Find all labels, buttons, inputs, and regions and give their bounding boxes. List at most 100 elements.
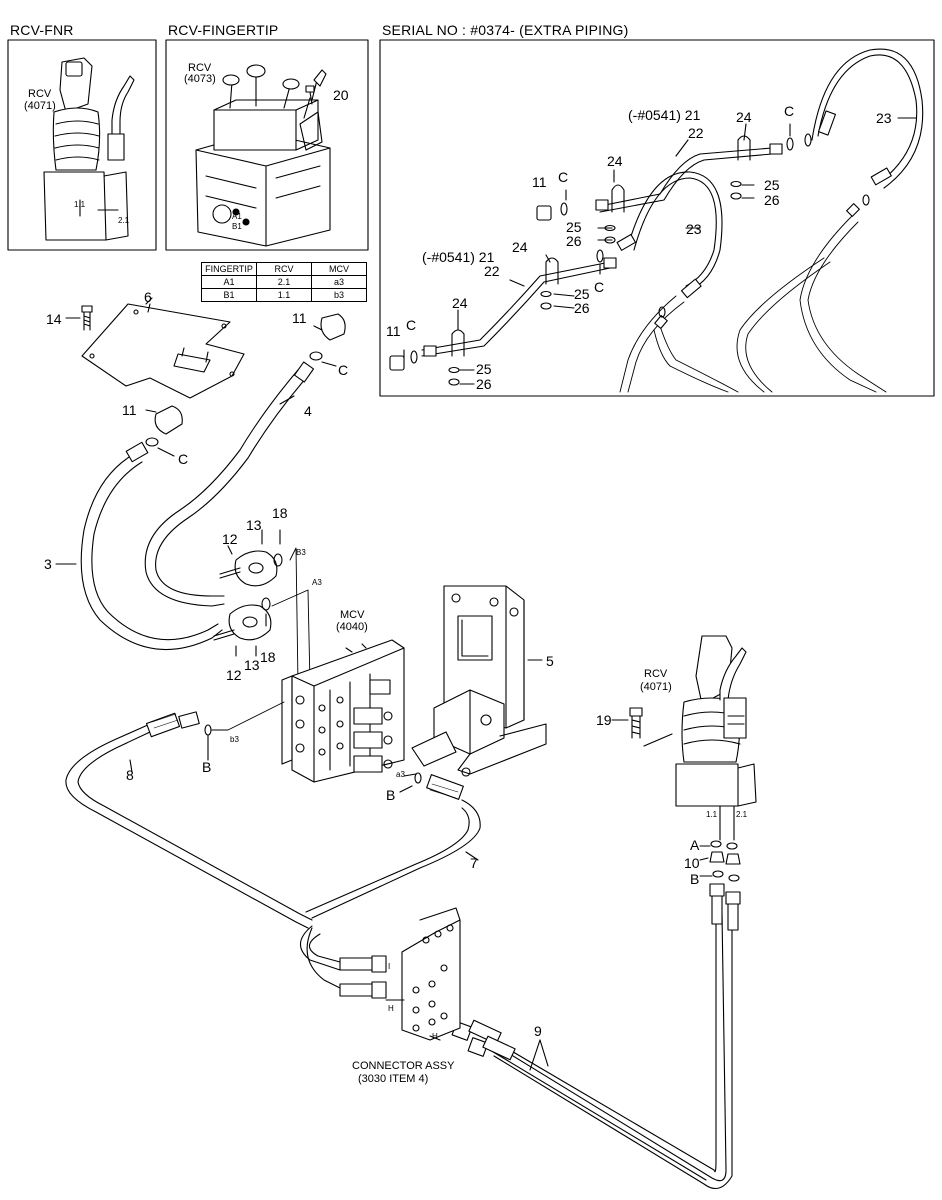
callout-23-middle: 23 (686, 221, 702, 237)
port-small-b3: b3 (230, 735, 239, 744)
callout-26-c: 26 (574, 300, 590, 316)
callout-14: 14 (46, 311, 62, 327)
callout-c-d: C (406, 317, 417, 333)
table-row: B1 1.1 b3 (201, 288, 367, 302)
connector-plate (385, 907, 461, 1041)
callout-b-3: B (690, 871, 700, 887)
port-a3-label: A3 (312, 578, 322, 587)
callout-19: 19 (596, 712, 612, 728)
callout-24-c: 24 (512, 239, 528, 255)
ft-rcv-code: (4073) (184, 73, 216, 85)
callout-11-c: 11 (292, 310, 307, 326)
flange-lower (213, 597, 272, 657)
callout-3: 3 (44, 556, 52, 572)
inset-fingertip-frame (165, 39, 369, 251)
callout-b-1: B (202, 759, 212, 775)
table-row: A1 2.1 a3 (201, 275, 367, 289)
callout-25-b: 25 (566, 219, 582, 235)
hose-9-pair (299, 883, 741, 1190)
callout-21-lower: (-#0541) 21 (422, 249, 495, 265)
inset-title-fingertip: RCV-FINGERTIP (168, 22, 279, 38)
callout-20: 20 (333, 87, 349, 103)
callout-6: 6 (144, 289, 152, 305)
inset-fnr-frame (7, 39, 157, 251)
fnr-port-2: 2.1 (118, 216, 130, 225)
connector-port-h1: H (388, 1004, 394, 1013)
rcv-port-2: 2.1 (736, 810, 748, 819)
table-cell: a3 (311, 275, 367, 289)
callout-8: 8 (126, 767, 134, 783)
callout-25-c: 25 (574, 286, 590, 302)
callout-22-upper: 22 (688, 125, 704, 141)
fnr-rcv-label: RCV (28, 88, 52, 100)
callout-a: A (690, 837, 700, 853)
fnr-rcv-code: (4071) (24, 100, 56, 112)
plug-11-upper (309, 313, 346, 367)
callout-c-a: C (784, 103, 795, 119)
callout-5: 5 (546, 653, 554, 669)
connector-port-h2: H (432, 1032, 438, 1041)
table-cell: A1 (201, 275, 257, 289)
callout-11-b: 11 (386, 323, 401, 339)
port-small-a3: a3 (396, 770, 405, 779)
hose-3 (80, 441, 223, 651)
mcv-code: (4040) (336, 621, 368, 633)
table-cell: b3 (311, 288, 367, 302)
table-cell: 2.1 (256, 275, 312, 289)
callout-10: 10 (684, 855, 700, 871)
port-b3-label: B3 (296, 548, 306, 557)
connector-ref: (3030 ITEM 4) (358, 1073, 429, 1085)
callout-c-f: C (178, 451, 189, 467)
callout-9: 9 (534, 1023, 542, 1039)
callout-13-b: 13 (244, 657, 260, 673)
callout-22-lower: 22 (484, 263, 500, 279)
flange-upper (219, 529, 283, 587)
callout-7: 7 (470, 855, 478, 871)
rcv-right-joystick (611, 635, 757, 882)
rcv-port-1: 1.1 (706, 810, 718, 819)
bolt-14 (65, 305, 93, 331)
callout-26-d: 26 (476, 376, 492, 392)
callout-12-b: 12 (226, 667, 242, 683)
callout-21-upper: (-#0541) 21 (628, 107, 701, 123)
callout-11-a: 11 (532, 174, 547, 190)
rcv-code: (4071) (640, 681, 672, 693)
rcv-fingertip-unit (195, 64, 331, 247)
table-header-rcv: RCV (256, 262, 312, 276)
callout-24-d: 24 (452, 295, 468, 311)
extra-piping-assembly (389, 48, 924, 393)
ft-rcv-label: RCV (188, 62, 212, 74)
table-header-fingertip: FINGERTIP (201, 262, 257, 276)
inset-serial-frame (379, 39, 935, 397)
mcv-label: MCV (340, 609, 365, 621)
table-cell: 1.1 (256, 288, 312, 302)
callout-23-upper: 23 (876, 110, 892, 126)
callout-4: 4 (304, 403, 312, 419)
ft-port-a1: A1 (232, 212, 242, 221)
cover-plate (81, 297, 245, 399)
fnr-port-1: 1.1 (74, 200, 86, 209)
callout-26-a: 26 (764, 192, 780, 208)
connector-port-i: I (388, 962, 391, 971)
callout-18-a: 18 (272, 505, 288, 521)
plug-11-lower (145, 405, 183, 457)
rcv-label: RCV (644, 668, 668, 680)
hose-4 (144, 361, 315, 607)
callout-b-2: B (386, 787, 396, 803)
callout-11-d: 11 (122, 402, 137, 418)
callout-c-c: C (594, 279, 605, 295)
inset-title-serial: SERIAL NO : #0374- (EXTRA PIPING) (382, 22, 629, 38)
table-header-row: FINGERTIP RCV MCV (201, 262, 367, 276)
table-cell: B1 (201, 288, 257, 302)
hose-7-8 (65, 711, 481, 929)
callout-c-e: C (338, 362, 349, 378)
mounting-bracket (411, 585, 547, 777)
rcv-fnr-joystick (43, 57, 135, 241)
callout-26-b: 26 (566, 233, 582, 249)
callout-24-a: 24 (736, 109, 752, 125)
callout-24-b: 24 (607, 153, 623, 169)
callout-25-a: 25 (764, 177, 780, 193)
connector-label: CONNECTOR ASSY (352, 1060, 455, 1072)
callout-25-d: 25 (476, 361, 492, 377)
callout-c-b: C (558, 169, 569, 185)
